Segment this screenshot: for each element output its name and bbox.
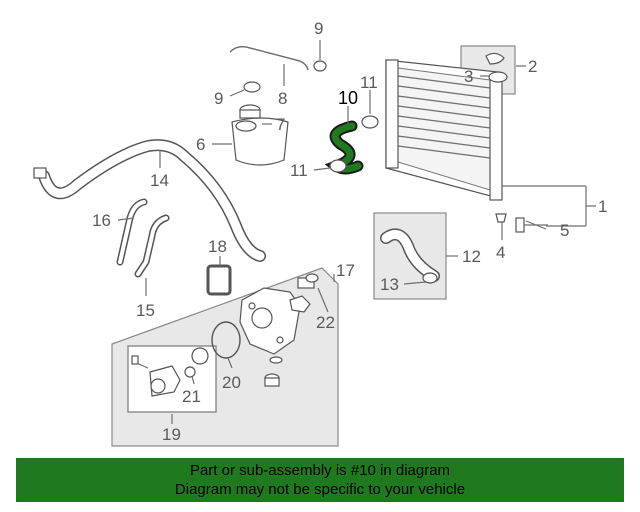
callout-20: 20 bbox=[222, 373, 241, 392]
callout-12: 12 bbox=[462, 247, 481, 266]
radiator bbox=[385, 59, 503, 201]
temperature-sensor bbox=[297, 273, 319, 289]
bolt-small bbox=[131, 355, 149, 369]
coolant-reservoir bbox=[231, 117, 289, 166]
callout-4: 4 bbox=[496, 243, 505, 262]
callout-9b: 9 bbox=[314, 19, 323, 38]
plug bbox=[264, 373, 280, 387]
clamp bbox=[361, 115, 379, 129]
callout-11b: 11 bbox=[290, 161, 308, 180]
thermostat bbox=[184, 347, 209, 378]
clamp bbox=[329, 159, 347, 173]
o-ring bbox=[211, 321, 241, 359]
callout-6: 6 bbox=[196, 135, 205, 154]
callout-8: 8 bbox=[278, 89, 287, 108]
callout-5: 5 bbox=[560, 221, 569, 240]
info-banner: Part or sub-assembly is #10 in diagram D… bbox=[16, 458, 624, 502]
callout-21: 21 bbox=[182, 387, 201, 406]
hose-clamp bbox=[422, 272, 438, 284]
gasket bbox=[206, 264, 232, 296]
radiator-mount bbox=[495, 213, 507, 223]
callout-11a: 11 bbox=[360, 73, 378, 92]
banner-line-1: Part or sub-assembly is #10 in diagram bbox=[189, 462, 451, 479]
clamp bbox=[243, 81, 261, 93]
clamp bbox=[313, 60, 327, 72]
cap-clip bbox=[485, 52, 505, 65]
bolt bbox=[515, 217, 548, 233]
callout-16: 16 bbox=[92, 211, 111, 230]
callout-2: 2 bbox=[528, 57, 537, 76]
callout-1: 1 bbox=[598, 197, 607, 216]
thermostat-housing bbox=[239, 287, 311, 355]
callout-7: 7 bbox=[276, 115, 285, 134]
parts-diagram: 1 2 3 4 5 6 7 8 9 9 10 11 11 12 13 14 15… bbox=[33, 19, 607, 447]
callout-19: 19 bbox=[162, 425, 181, 444]
banner-line-2: Diagram may not be specific to your vehi… bbox=[174, 481, 466, 498]
pipe-end bbox=[33, 167, 47, 179]
callout-15: 15 bbox=[136, 301, 155, 320]
callout-22: 22 bbox=[316, 313, 335, 332]
overflow-hose bbox=[229, 46, 309, 71]
water-outlet bbox=[149, 365, 181, 397]
callout-13: 13 bbox=[380, 275, 399, 294]
callout-3: 3 bbox=[464, 67, 473, 86]
callout-9a: 9 bbox=[214, 89, 223, 108]
radiator-cap bbox=[488, 71, 508, 83]
reservoir-cap bbox=[239, 104, 261, 119]
callout-10: 10 bbox=[338, 88, 358, 108]
callout-14: 14 bbox=[150, 171, 169, 190]
callout-17: 17 bbox=[336, 261, 355, 280]
leader-lines bbox=[117, 40, 596, 424]
callout-18: 18 bbox=[208, 237, 227, 256]
seal bbox=[269, 356, 283, 364]
